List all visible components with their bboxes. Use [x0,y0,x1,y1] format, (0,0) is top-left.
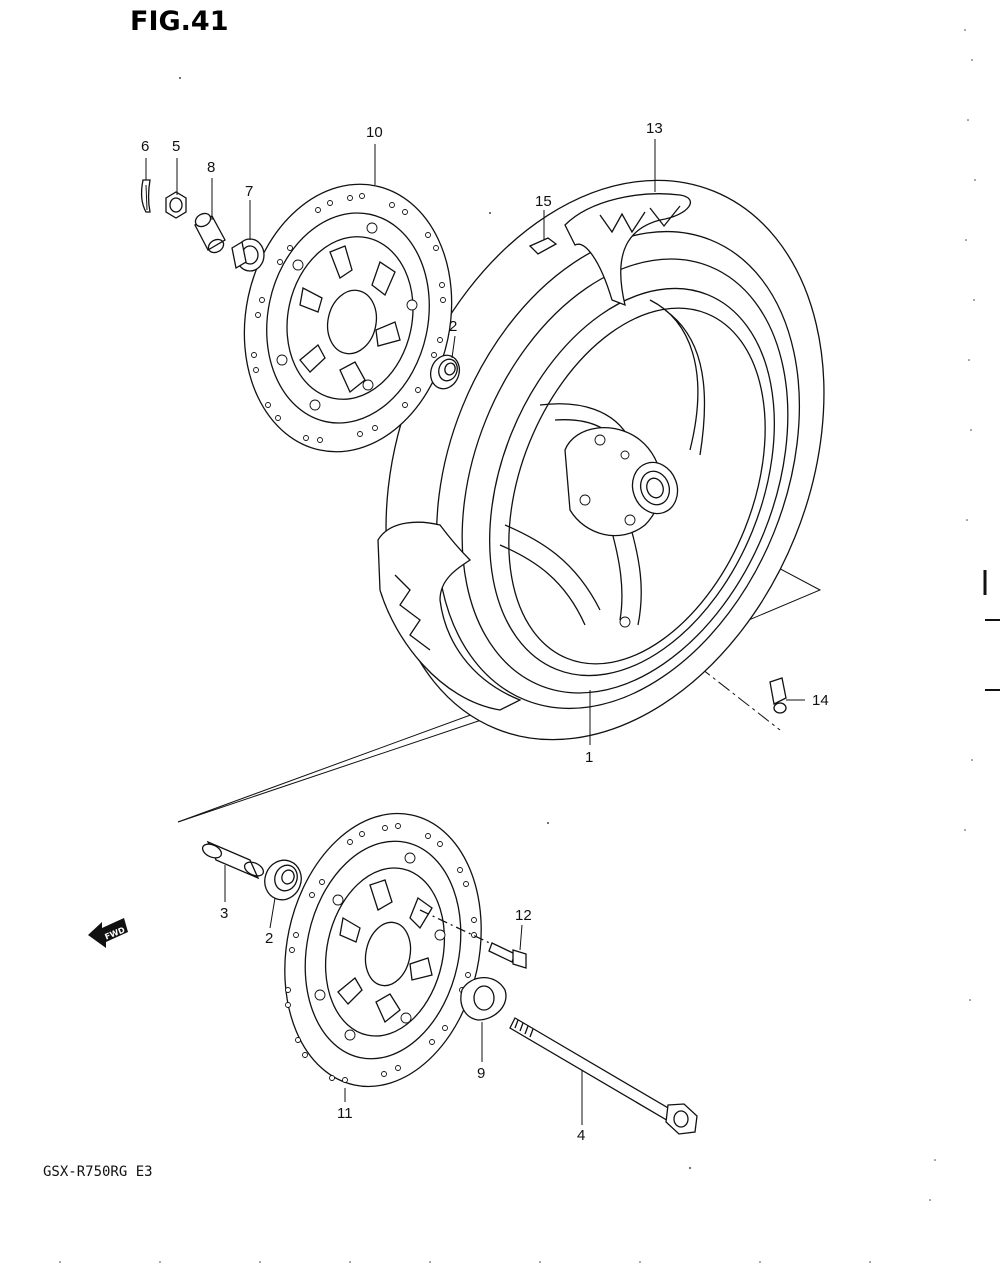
callout-4: 4 [577,1127,585,1144]
callout-14: 14 [812,692,829,709]
axle-collar-right [460,976,507,1021]
wheel-spacer [201,840,265,880]
disc-bolt [419,909,527,969]
callout-9: 9 [477,1065,485,1082]
callout-2-upper: 2 [449,318,457,335]
model-code: GSX-R750RG E3 [43,1164,153,1180]
axle-collar [231,238,265,272]
figure-title: FIG.41 [130,6,228,37]
tire-valve [769,677,787,714]
forward-direction-arrow: FWD [88,918,128,948]
callout-13: 13 [646,120,663,137]
callout-15: 15 [535,193,552,210]
callout-5: 5 [172,138,180,155]
callout-6: 6 [141,138,149,155]
axle-spacer [194,212,226,254]
wheel-bearing-left [429,354,461,390]
callout-1: 1 [585,749,593,766]
scan-bottom-marks [59,1261,871,1263]
callout-labels: 6 5 8 7 10 2 13 15 14 1 3 2 12 9 11 4 [141,120,829,1144]
callout-8: 8 [207,159,215,176]
callout-12: 12 [515,907,532,924]
leader-lines [145,139,805,1125]
callout-10: 10 [366,124,383,141]
cotter-pin [140,179,151,213]
brake-disc-left [243,183,453,453]
scan-edge-marks [179,29,1000,1201]
callout-11: 11 [337,1105,353,1122]
balance-weight [528,237,558,255]
callout-3: 3 [220,905,228,922]
brake-disc-right [284,812,482,1088]
callout-2-lower: 2 [265,930,273,947]
axle-nut [165,191,187,219]
callout-7: 7 [245,183,253,200]
front-axle [509,1017,698,1135]
wheel-bearing-right [264,859,302,901]
